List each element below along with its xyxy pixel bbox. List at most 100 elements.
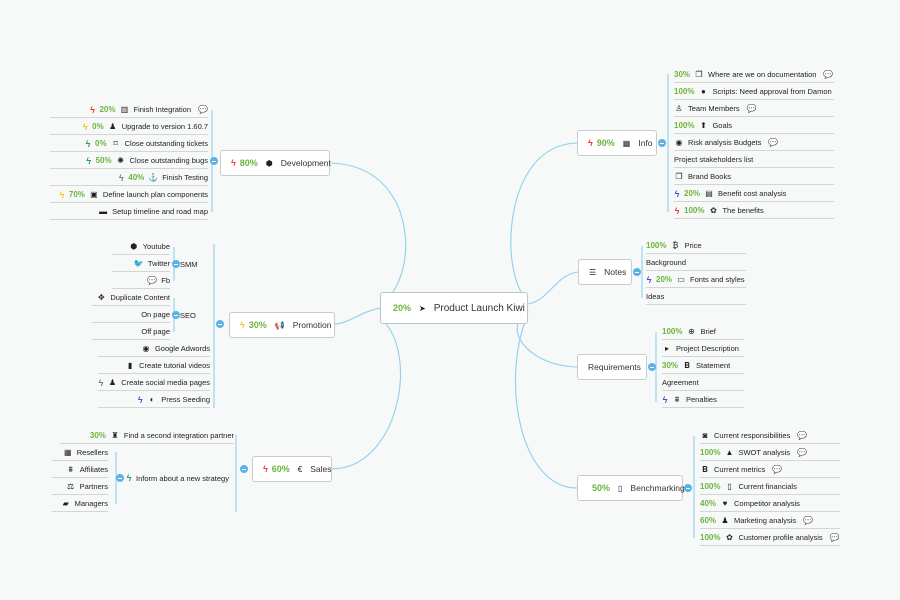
comment-icon[interactable]: 💬	[797, 448, 807, 457]
list-item[interactable]: On page	[92, 307, 170, 323]
root-node[interactable]: 20% ➤ Product Launch Kiwi	[380, 292, 528, 324]
list-item[interactable]: ▬Setup timeline and road map	[50, 204, 208, 220]
user-icon: ♟	[721, 516, 729, 525]
list-item[interactable]: ▸Project Description	[662, 341, 744, 357]
list-item[interactable]: ▰Managers	[52, 496, 108, 512]
list-item[interactable]: ⬢Youtube	[112, 239, 170, 255]
comment-icon[interactable]: 💬	[198, 105, 208, 114]
list-item[interactable]: 30%♜Find a second integration partner	[60, 428, 234, 444]
list-item[interactable]: 100%⬆Goals	[674, 118, 834, 134]
item-label: Finish Testing	[162, 173, 208, 182]
collapse-sales-button[interactable]	[240, 465, 248, 473]
half-circle-icon: ◐	[149, 395, 155, 404]
smm-subnode[interactable]: SMM	[180, 256, 214, 272]
item-label: SMM	[180, 259, 198, 269]
list-item[interactable]: Background	[646, 255, 746, 271]
collapse-info-button[interactable]	[658, 139, 666, 147]
item-label: SEO	[180, 310, 196, 320]
list-item[interactable]: 30%❐Where are we on documentation💬	[674, 67, 834, 83]
progress-percent: 40%	[700, 499, 717, 508]
progress-percent: 60%	[271, 464, 290, 474]
list-item[interactable]: 100%⊕Brief	[662, 324, 744, 340]
list-item[interactable]: ▮Create tutorial videos	[98, 358, 210, 374]
item-label: SWOT analysis	[738, 448, 791, 457]
comment-icon[interactable]: 💬	[772, 465, 783, 474]
list-item[interactable]: ϟ◐Press Seeding	[98, 392, 210, 408]
progress-percent: 40%	[128, 173, 145, 182]
comment-icon[interactable]: 💬	[829, 533, 840, 542]
seo-subnode[interactable]: SEO	[180, 307, 214, 323]
collapse-promotion-button[interactable]	[216, 320, 224, 328]
dribbble-icon: ⊕	[688, 327, 695, 336]
list-item[interactable]: ϟ♟Create social media pages	[98, 375, 210, 391]
scale-icon: ⚖	[67, 482, 75, 491]
progress-percent: 90%	[596, 138, 615, 148]
list-item[interactable]: ✥Duplicate Content	[92, 290, 170, 306]
collapse-development-button[interactable]	[210, 157, 218, 165]
phone-icon: ▮	[127, 361, 133, 370]
comment-icon[interactable]: 💬	[746, 104, 757, 113]
collapse-requirements-button[interactable]	[648, 363, 656, 371]
collapse-notes-button[interactable]	[633, 268, 641, 276]
list-item[interactable]: Ideas	[646, 289, 746, 305]
list-item[interactable]: Agreement	[662, 375, 744, 391]
list-item[interactable]: Off page	[92, 324, 170, 340]
collapse-inform-button[interactable]	[116, 474, 124, 482]
item-label: Duplicate Content	[110, 293, 170, 302]
progress-percent: 20%	[656, 275, 673, 284]
list-item[interactable]: 100%●Scripts: Need approval from Damon	[674, 84, 834, 100]
branch-benchmarking[interactable]: 50%▯Benchmarking	[577, 475, 685, 501]
list-item[interactable]: ϟ⩩Penalties	[662, 392, 744, 408]
comment-icon[interactable]: 💬	[823, 70, 834, 79]
branch-notes[interactable]: ☰Notes	[578, 259, 632, 285]
list-item[interactable]: Project stakeholders list	[674, 152, 834, 168]
collapse-benchmarking-button[interactable]	[684, 484, 692, 492]
settings-icon: ✿	[726, 533, 733, 542]
list-item[interactable]: 🐦Twitter	[112, 256, 170, 272]
list-item[interactable]: ♙Team Members💬	[674, 101, 834, 117]
comment-icon[interactable]: 💬	[768, 138, 779, 147]
list-item[interactable]: 100%₿Price	[646, 238, 746, 254]
item-label: Penalties	[686, 395, 717, 404]
list-item[interactable]: 100%▲SWOT analysis💬	[700, 445, 840, 461]
camera-icon: ◙	[702, 431, 708, 440]
list-item[interactable]: 💬Fb	[112, 273, 170, 289]
collapse-seo-button[interactable]	[172, 311, 180, 319]
branch-requirements[interactable]: Requirements	[577, 354, 647, 380]
list-item[interactable]: ▦Resellers	[52, 445, 108, 461]
bitcoin-icon: ₿	[672, 241, 679, 250]
list-item[interactable]: 40%♥Competitor analysis	[700, 496, 840, 512]
list-item[interactable]: ❐Brand Books	[674, 169, 834, 185]
list-item[interactable]: 60%♟Marketing analysis💬	[700, 513, 840, 529]
item-label: Find a second integration partner	[123, 431, 234, 440]
collapse-smm-button[interactable]	[172, 260, 180, 268]
list-item[interactable]: 100%▯Current financials	[700, 479, 840, 495]
list-item[interactable]: 100%✿Customer profile analysis💬	[700, 530, 840, 546]
affiliates-icon: ⩩	[68, 464, 73, 474]
priority-bolt-icon: ϟ	[85, 138, 91, 149]
android-icon: ⬢	[130, 242, 138, 251]
list-item[interactable]: ◉Google Adwords	[98, 341, 210, 357]
list-item[interactable]: ◉Risk analysis Budgets💬	[674, 135, 834, 151]
list-item[interactable]: ◙Current responsibilities💬	[700, 428, 840, 444]
comment-icon[interactable]: 💬	[797, 431, 808, 440]
list-item[interactable]: ⚖Partners	[52, 479, 108, 495]
list-item[interactable]: ⩩Affiliates	[52, 462, 108, 478]
comment-icon[interactable]: 💬	[803, 516, 814, 525]
